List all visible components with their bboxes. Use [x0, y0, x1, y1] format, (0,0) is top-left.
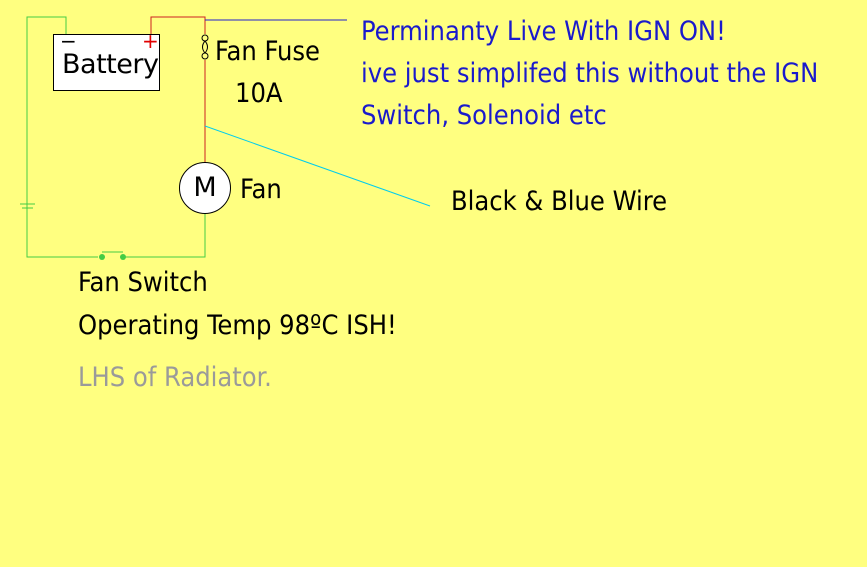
- operating-temp-label: Operating Temp 98ºC ISH!: [78, 310, 397, 341]
- note-line-1: Perminanty Live With IGN ON!: [361, 16, 726, 47]
- switch-location-label: LHS of Radiator.: [78, 362, 272, 393]
- fan-label: Fan: [240, 174, 282, 205]
- switch-return-wire: [124, 214, 206, 258]
- note-line-3: Switch, Solenoid etc: [361, 100, 607, 131]
- fan-switch-label: Fan Switch: [78, 267, 208, 298]
- negative-wire: [26, 16, 98, 258]
- black-blue-wire: [204, 125, 431, 207]
- motor-symbol: M: [193, 172, 217, 203]
- note-line-2: ive just simplifed this without the IGN: [361, 58, 819, 89]
- positive-wire: [150, 16, 206, 34]
- black-blue-wire-label: Black & Blue Wire: [451, 186, 668, 217]
- fuse-rating: 10A: [235, 78, 283, 109]
- switch-contact-right: [120, 254, 126, 260]
- fuse-symbol: [201, 34, 209, 60]
- fuse-label: Fan Fuse: [215, 36, 320, 67]
- battery-label: Battery: [62, 49, 159, 80]
- battery-positive-terminal: +: [142, 29, 159, 53]
- battery-negative-terminal: −: [60, 29, 77, 53]
- switch-contact-left: [99, 254, 105, 260]
- fan-motor: M: [179, 162, 231, 214]
- battery: − + Battery: [53, 29, 160, 91]
